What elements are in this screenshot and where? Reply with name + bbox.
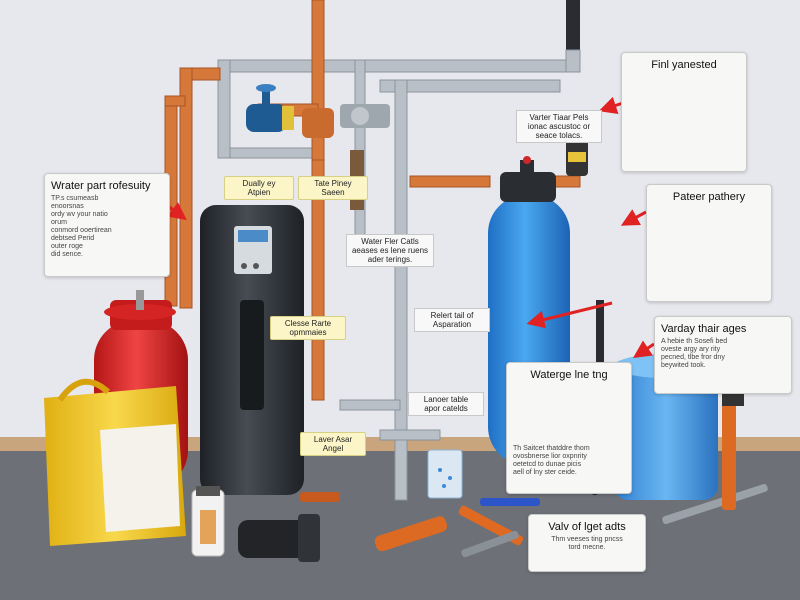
- callout-line: Th Saitcet thatddre thom: [513, 445, 590, 452]
- callout-pattern-pathery: Pateer pathery: [646, 184, 772, 302]
- callout-line: ovosbnerse lior oxpnrity: [513, 453, 587, 460]
- callout-variety-ages: Varday thair ages A hebie th Sosefi bed …: [654, 316, 792, 394]
- callout-line: debtsed Perid: [51, 235, 95, 242]
- tag-line: aeases es lene ruens: [351, 246, 429, 255]
- callout-pattern-pathery-title: Pateer pathery: [672, 191, 746, 203]
- callout-line: TP.s csumeasb enoorsnas: [51, 195, 99, 210]
- callout-line: did sence.: [51, 251, 83, 258]
- callout-variety-ages-title: Varday thair ages: [661, 323, 747, 335]
- tag-line: Clesse Rarte: [284, 319, 332, 328]
- tag-line: Laver Asar: [313, 435, 353, 444]
- filter-cartridge-bottle: [191, 486, 225, 557]
- tag-line: opmmaies: [289, 328, 327, 337]
- callout-water-safety-title: Wrater part rofesuity: [51, 180, 151, 192]
- tag-line: Angel: [322, 444, 344, 453]
- tag-line: Lanoer table: [423, 395, 469, 404]
- water-heater: [200, 205, 304, 495]
- tag-line: Asparation: [432, 320, 472, 329]
- tag-line: seace tolacs.: [535, 131, 583, 140]
- tag-line: apor catelds: [424, 404, 468, 413]
- arrow-variety-ages: [633, 340, 655, 358]
- tag-dually-station: Dually ey Atpien: [224, 176, 294, 200]
- callout-watering-line-title: Waterge lne tng: [530, 369, 608, 381]
- tag-line: Atpien: [247, 188, 271, 197]
- callout-valve-parts-title: Valv of lget adts: [548, 521, 626, 533]
- arrow-softener: [526, 301, 613, 329]
- tag-laver-angel: Laver Asar Angel: [300, 432, 366, 456]
- callout-line: tord mecne.: [568, 544, 606, 551]
- tag-line: Water Fler Catls: [361, 237, 419, 246]
- tag-water-filter-cattis: Water Fler Catls aeases es lene ruens ad…: [346, 234, 434, 267]
- arrow-pattern-pathery: [620, 209, 647, 226]
- resin-bag: [427, 449, 463, 499]
- callout-water-safety: Wrater part rofesuity TP.s csumeasb enoo…: [44, 173, 170, 277]
- tag-tate-plney: Tate Piney Saeen: [298, 176, 368, 200]
- callout-line: oveste argy ary rity: [661, 346, 721, 353]
- callout-line: A hebie th Sosefi bed: [661, 338, 728, 345]
- tag-line: ader terings.: [367, 255, 413, 264]
- callout-line: aell of lny ster ceide.: [513, 469, 577, 476]
- callout-line: Thm veeses ting pncss: [551, 536, 623, 543]
- tag-lamper-table: Lanoer table apor catelds: [408, 392, 484, 416]
- callout-line: conmord ooertirean: [51, 227, 112, 234]
- callout-watering-line: Waterge lne tng Th Saitcet thatddre thom…: [506, 362, 632, 494]
- callout-line: pecned, tlbe fror dny: [661, 354, 725, 361]
- tag-clean-rate: Clesse Rarte opmmaies: [270, 316, 346, 340]
- tag-vater-tear: Varter Tiaar Pels ionac ascustoc or seac…: [516, 110, 602, 143]
- callout-line: oetetcd to dunae picis: [513, 461, 582, 468]
- callout-line: ordy wv your natio orum: [51, 211, 108, 226]
- callout-line: outer roge: [51, 243, 83, 250]
- callout-valve-parts: Valv of lget adts Thm veeses ting pncss …: [528, 514, 646, 572]
- callout-line: beywited took.: [661, 362, 706, 369]
- callout-first-harvested: Finl yanested: [621, 52, 747, 172]
- tag-line: Saeen: [321, 188, 345, 197]
- tag-line: Dually ey: [242, 179, 276, 188]
- tag-line: Relert tail of: [430, 311, 474, 320]
- tag-report-separation: Relert tail of Asparation: [414, 308, 490, 332]
- blue-shutoff-valve: [246, 84, 294, 132]
- salt-bag: [44, 378, 186, 546]
- tag-line: ionac ascustoc or: [527, 122, 591, 131]
- tag-line: Varter Tiaar Pels: [529, 113, 589, 122]
- tag-line: Tate Piney: [314, 179, 352, 188]
- callout-first-harvested-title: Finl yanested: [651, 59, 717, 71]
- drain-pipe-top: [566, 0, 580, 52]
